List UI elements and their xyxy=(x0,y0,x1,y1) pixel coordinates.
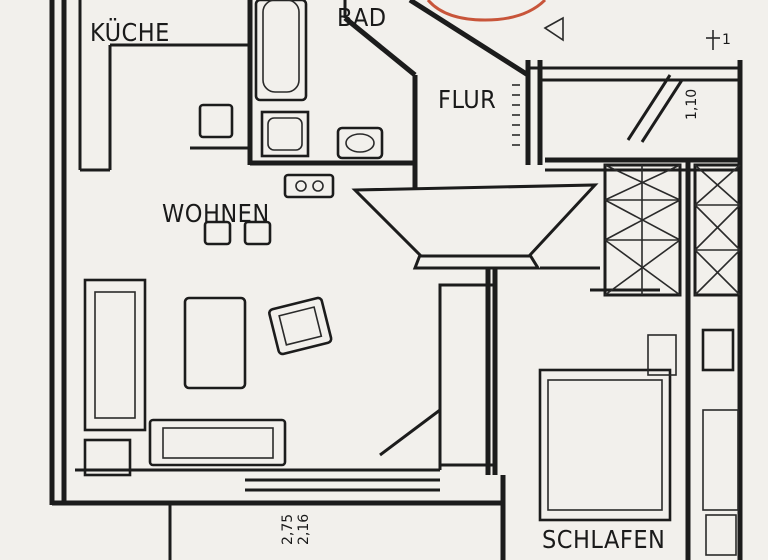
toilet xyxy=(336,126,384,160)
chair-icon xyxy=(243,220,272,246)
armchair-icon xyxy=(268,296,333,356)
bed xyxy=(538,368,672,522)
entry-arrow-icon xyxy=(543,16,564,42)
nightstand xyxy=(701,328,735,372)
bathroom xyxy=(247,0,418,199)
wardrobe xyxy=(693,163,742,297)
living-room xyxy=(75,103,442,560)
sofa xyxy=(148,418,287,467)
partition xyxy=(438,266,660,475)
label-schlafen: SCHLAFEN xyxy=(542,525,665,554)
sideboard xyxy=(83,278,147,432)
label-flur: FLUR xyxy=(438,85,496,114)
dimension-window-b: 2,16 xyxy=(296,514,312,545)
stove xyxy=(283,173,335,199)
chair-icon xyxy=(198,103,234,139)
chair-icon xyxy=(203,220,232,246)
coffee-table xyxy=(183,296,247,390)
label-bad: BAD xyxy=(337,3,387,32)
bedroom xyxy=(538,160,742,560)
dimension-window-a: 2,75 xyxy=(280,514,296,545)
annotation-circle xyxy=(426,0,547,22)
bathtub xyxy=(254,0,308,102)
label-kueche: KÜCHE xyxy=(90,18,170,47)
washbasin xyxy=(260,110,310,158)
dimension-flur-width: 1,10 xyxy=(684,89,700,120)
outer-walls xyxy=(49,0,743,560)
label-wohnen: WOHNEN xyxy=(162,199,270,228)
mark-top-right: 1 xyxy=(722,32,731,48)
kitchen xyxy=(78,0,250,172)
